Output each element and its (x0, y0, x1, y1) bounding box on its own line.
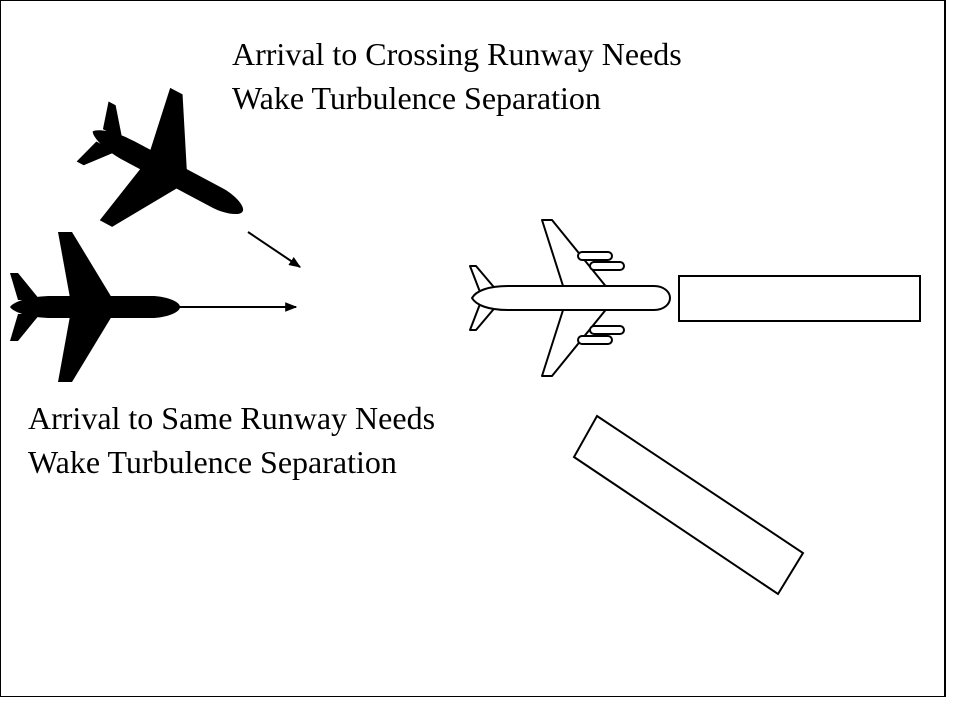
same-runway-label-line-1: Arrival to Same Runway Needs (28, 400, 436, 436)
same-runway-label: Arrival to Same Runway Needs Wake Turbul… (28, 396, 435, 484)
departing-airplane-icon (469, 219, 671, 377)
same-runway-label-line-2: Wake Turbulence Separation (28, 444, 397, 480)
crossing-runway-label-line-2: Wake Turbulence Separation (232, 80, 601, 116)
crossing-runway-label-line-1: Arrival to Crossing Runway Needs (232, 36, 682, 72)
departure-runway (678, 275, 921, 322)
same-runway-arrival-airplane-icon (10, 232, 180, 382)
crossing-runway-label: Arrival to Crossing Runway Needs Wake Tu… (232, 32, 682, 120)
crossing-arrival-path-arrow (247, 231, 301, 268)
crossing-runway (572, 414, 805, 596)
